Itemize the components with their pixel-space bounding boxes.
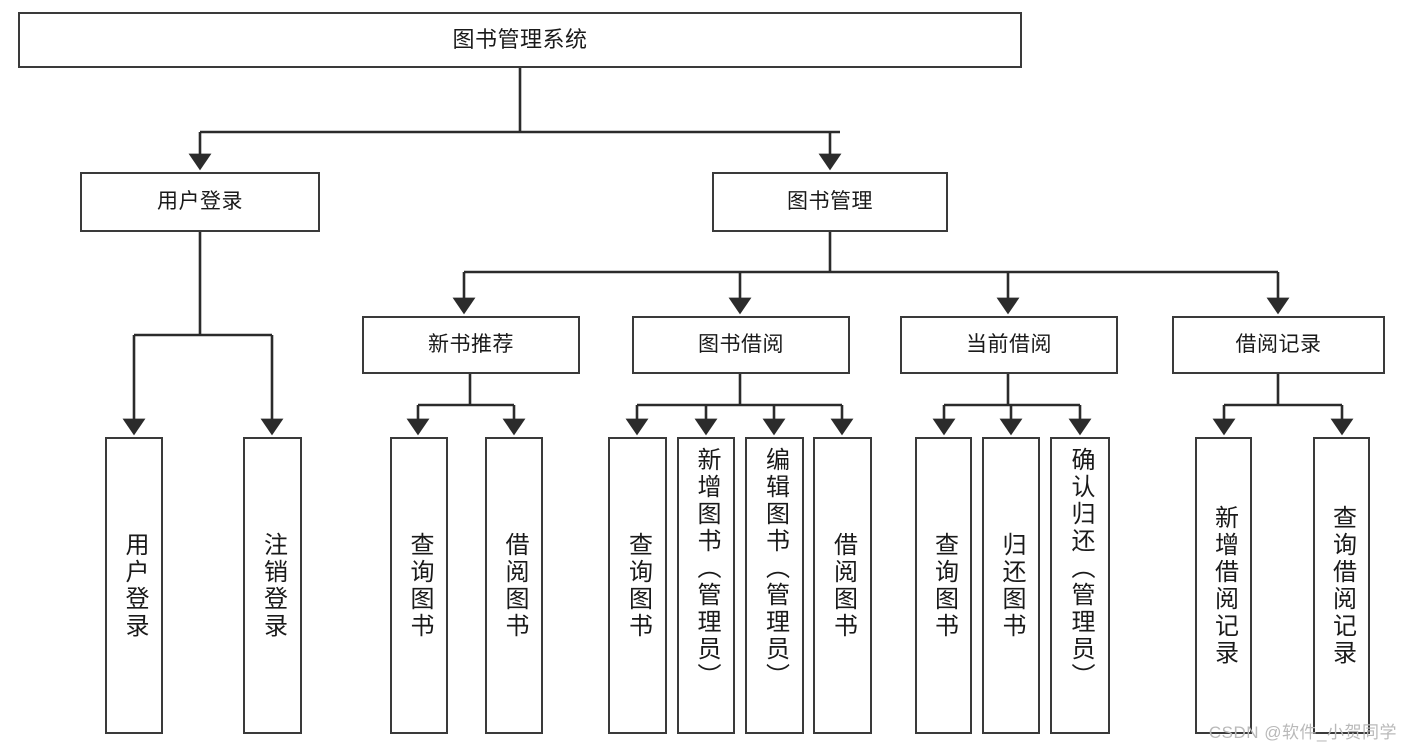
node-label: 确认归还（管理员） <box>1067 447 1094 690</box>
node-root-system[interactable]: 图书管理系统 <box>18 12 1022 68</box>
node-label: 用户登录 <box>121 531 148 640</box>
node-label: 查询图书 <box>624 531 652 640</box>
node-label: 图书管理系统 <box>452 26 588 52</box>
leaf-query-book-current[interactable]: 查询图书 <box>915 437 972 734</box>
node-label: 查询借阅记录 <box>1328 504 1356 667</box>
node-borrow-record[interactable]: 借阅记录 <box>1172 316 1385 374</box>
leaf-query-borrow-record[interactable]: 查询借阅记录 <box>1313 437 1370 734</box>
leaf-borrow-book[interactable]: 借阅图书 <box>813 437 872 734</box>
node-user-login[interactable]: 用户登录 <box>80 172 320 232</box>
node-label: 图书管理 <box>787 190 873 214</box>
leaf-logout[interactable]: 注销登录 <box>243 437 302 734</box>
node-label: 借阅图书 <box>501 531 528 640</box>
node-label: 查询图书 <box>930 531 958 640</box>
node-label: 新书推荐 <box>428 333 514 357</box>
leaf-add-book-admin[interactable]: 新增图书（管理员） <box>677 437 735 734</box>
leaf-query-book-recommend[interactable]: 查询图书 <box>390 437 448 734</box>
leaf-add-borrow-record[interactable]: 新增借阅记录 <box>1195 437 1252 734</box>
csdn-watermark: CSDN @软件_小贺同学 <box>1208 723 1397 742</box>
node-label: 新增图书（管理员） <box>693 447 720 690</box>
node-label: 注销登录 <box>259 531 287 640</box>
leaf-confirm-return-admin[interactable]: 确认归还（管理员） <box>1050 437 1110 734</box>
node-label: 借阅记录 <box>1235 333 1322 357</box>
node-book-borrow[interactable]: 图书借阅 <box>632 316 850 374</box>
node-label: 用户登录 <box>157 190 243 214</box>
node-label: 查询图书 <box>406 531 433 640</box>
node-book-management[interactable]: 图书管理 <box>712 172 948 232</box>
leaf-query-book-borrow[interactable]: 查询图书 <box>608 437 667 734</box>
node-label: 图书借阅 <box>698 333 784 357</box>
leaf-borrow-book-recommend[interactable]: 借阅图书 <box>485 437 543 734</box>
node-label: 归还图书 <box>998 531 1025 640</box>
node-label: 新增借阅记录 <box>1210 504 1238 667</box>
node-current-borrow[interactable]: 当前借阅 <box>900 316 1118 374</box>
node-label: 借阅图书 <box>829 531 857 640</box>
node-new-book-recommend[interactable]: 新书推荐 <box>362 316 580 374</box>
node-label: 编辑图书（管理员） <box>761 447 789 690</box>
leaf-return-book[interactable]: 归还图书 <box>982 437 1040 734</box>
node-label: 当前借阅 <box>966 333 1052 357</box>
leaf-edit-book-admin[interactable]: 编辑图书（管理员） <box>745 437 804 734</box>
leaf-user-login[interactable]: 用户登录 <box>105 437 163 734</box>
